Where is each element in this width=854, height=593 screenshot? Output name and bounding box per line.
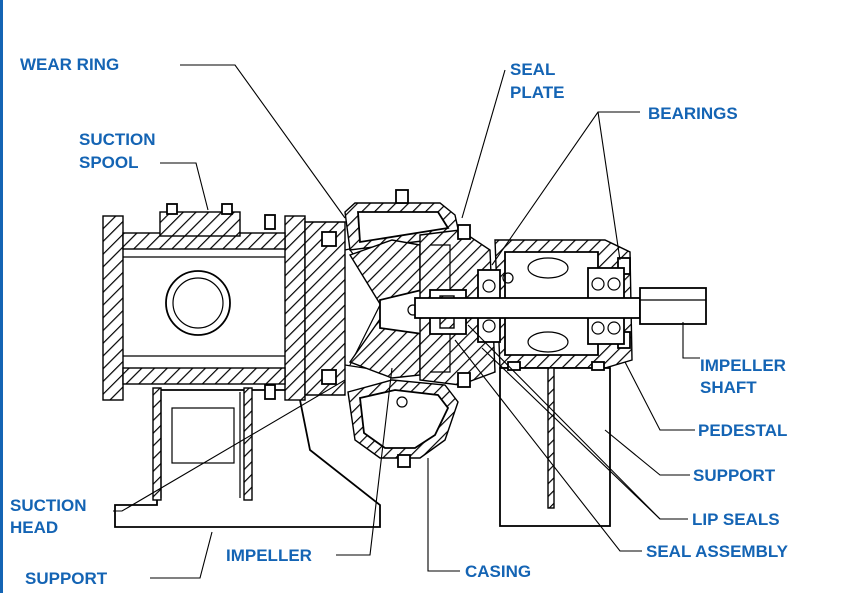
label-support-left: SUPPORT	[25, 569, 108, 588]
label-impeller-shaft-line2: SHAFT	[700, 378, 757, 397]
suction-spool	[102, 203, 306, 401]
label-casing: CASING	[465, 562, 531, 581]
label-bearings: BEARINGS	[648, 104, 738, 123]
label-pedestal: PEDESTAL	[698, 421, 787, 440]
left-edge-bar	[0, 0, 3, 593]
label-seal-plate-line2: PLATE	[510, 83, 564, 102]
labels: WEAR RING SUCTION SPOOL SEAL PLATE BEARI…	[10, 55, 789, 588]
leader-lines	[113, 64, 700, 579]
label-seal-assembly: SEAL ASSEMBLY	[646, 542, 789, 561]
label-lip-seals: LIP SEALS	[692, 510, 780, 529]
label-suction-head-line2: HEAD	[10, 518, 58, 537]
label-suction-spool-line1: SUCTION	[79, 130, 156, 149]
label-impeller-shaft-line1: IMPELLER	[700, 356, 786, 375]
label-support-right: SUPPORT	[693, 466, 776, 485]
label-suction-spool-line2: SPOOL	[79, 153, 139, 172]
label-wear-ring: WEAR RING	[20, 55, 119, 74]
left-support-stand	[114, 387, 381, 528]
impeller-shaft	[414, 287, 707, 325]
label-suction-head-line1: SUCTION	[10, 496, 87, 515]
label-seal-plate-line1: SEAL	[510, 60, 555, 79]
right-support	[499, 361, 611, 527]
label-impeller: IMPELLER	[226, 546, 312, 565]
